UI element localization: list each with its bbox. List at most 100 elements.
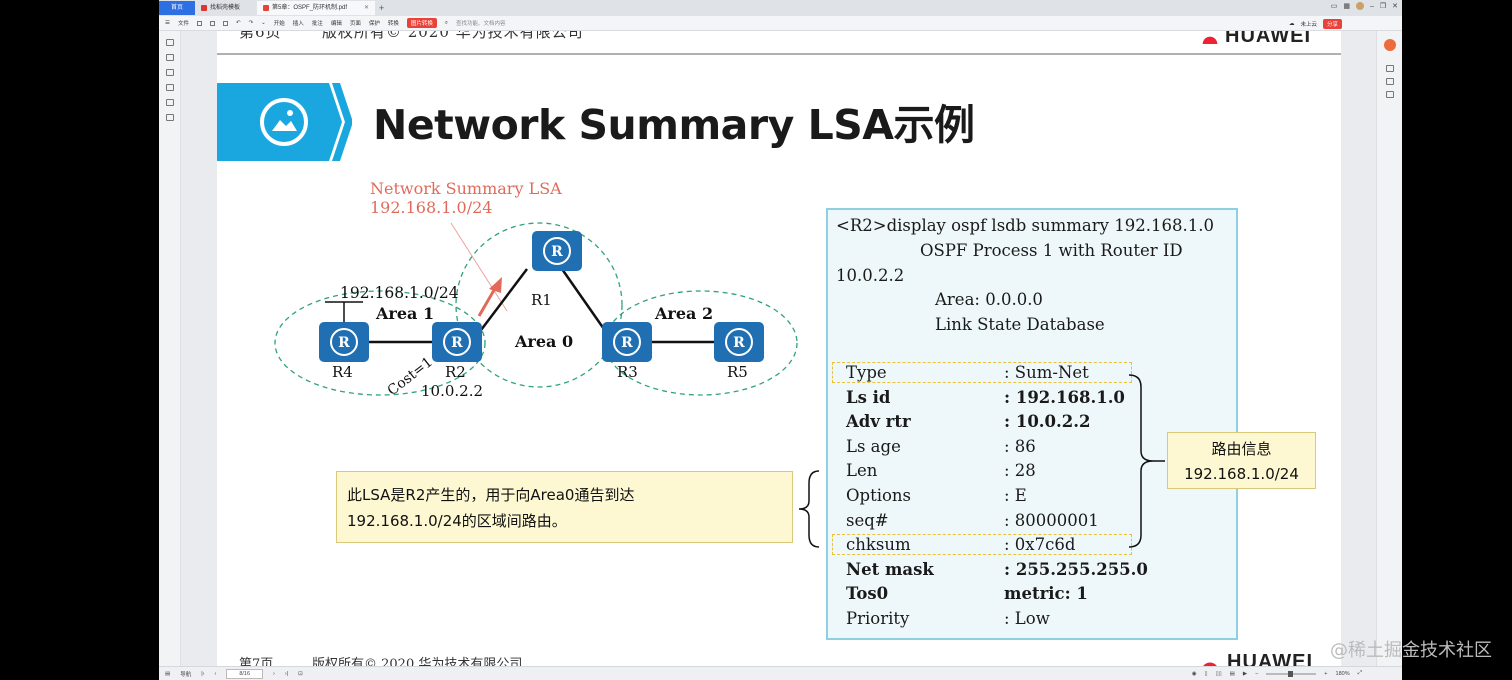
- zoom-level[interactable]: 180%: [1335, 670, 1350, 677]
- cli-field-value: : Low: [1004, 609, 1050, 628]
- zoom-slider[interactable]: [1266, 670, 1317, 677]
- router-body: [319, 322, 369, 362]
- more-icon[interactable]: ⌄: [261, 20, 266, 26]
- cli-router-id: 10.0.2.2: [836, 266, 905, 285]
- huawei-logo-bottom: HUAWEI: [1197, 651, 1313, 666]
- cli-field-value: : 255.255.255.0: [1004, 559, 1148, 579]
- save-icon[interactable]: [209, 20, 215, 26]
- cli-field-key: chksum: [846, 535, 911, 555]
- cli-field-value: : E: [1004, 486, 1027, 505]
- fit-icon[interactable]: ⊡: [298, 670, 303, 677]
- print-icon[interactable]: [222, 20, 228, 26]
- cli-field-value: : 86: [1004, 436, 1036, 456]
- next-page-icon[interactable]: ›: [273, 670, 275, 677]
- cli-field-key: Ls id: [846, 387, 891, 407]
- r2-router-id: 10.0.2.2: [421, 382, 483, 400]
- new-tab-button[interactable]: +: [379, 3, 385, 13]
- image-convert-button[interactable]: 图片转换: [406, 18, 437, 28]
- properties-icon[interactable]: [1385, 78, 1394, 85]
- nav-icon[interactable]: ▤: [165, 670, 171, 677]
- single-page-icon[interactable]: ▯: [1204, 670, 1208, 677]
- menu-protect[interactable]: 保护: [368, 21, 380, 27]
- cli-field-value: : 28: [1004, 461, 1036, 481]
- menu-insert[interactable]: 插入: [292, 21, 304, 27]
- eye-icon[interactable]: ◉: [1191, 670, 1197, 677]
- tab-pdf-document[interactable]: 第5章：OSPF_防环机制.pdf ✕: [257, 1, 375, 15]
- huawei-wordmark: HUAWEI: [1225, 31, 1311, 47]
- tab-templates[interactable]: 找稻壳模板: [195, 1, 257, 15]
- route-info-value: 192.168.1.0/24: [1184, 465, 1299, 483]
- adjust-icon[interactable]: [1385, 65, 1394, 72]
- watermark: @稀土掘金技术社区: [1330, 640, 1492, 661]
- menu-convert[interactable]: 转换: [387, 21, 399, 27]
- cli-field-key: Ls age: [846, 436, 901, 456]
- footer-page-label: 第7页: [239, 657, 274, 666]
- close-window-icon[interactable]: ✕: [1392, 3, 1398, 10]
- route-info-title: 路由信息: [1211, 440, 1272, 458]
- continuous-icon[interactable]: ▤: [1229, 670, 1235, 677]
- double-page-icon[interactable]: ▯▯: [1215, 670, 1222, 677]
- minimize-icon[interactable]: –: [1369, 2, 1374, 10]
- search-input[interactable]: 查找功能、文档内容: [456, 21, 506, 27]
- cli-field-key: Type: [846, 363, 887, 382]
- tab-templates-label: 找稻壳模板: [210, 5, 241, 11]
- share-button[interactable]: 分享: [1322, 19, 1342, 29]
- status-bar: ▤ 导航 |‹ ‹ 8/16 › ›| ⊡ ◉ ▯ ▯▯ ▤ ▶ − + 180…: [159, 666, 1402, 680]
- area1-label: Area 1: [375, 304, 434, 323]
- router-icon: [330, 328, 358, 356]
- r1-label: R1: [531, 291, 552, 309]
- document-page: 第6页 版权所有© 2020 华为技术有限公司 HUAWEI Network S…: [217, 31, 1341, 666]
- menu-edit[interactable]: 编辑: [330, 21, 342, 27]
- window-controls: ▭ ▦ – ❐ ✕: [1331, 2, 1398, 10]
- zoom-out-icon[interactable]: −: [1255, 670, 1259, 677]
- last-page-icon[interactable]: ›|: [284, 670, 289, 677]
- router-glyph: R: [621, 335, 633, 351]
- menu-icon[interactable]: ☰: [165, 20, 170, 26]
- router-r2: R: [432, 322, 482, 362]
- page-number-input[interactable]: 8/16: [226, 668, 264, 679]
- first-page-icon[interactable]: |‹: [201, 670, 205, 677]
- huawei-logo-top: HUAWEI: [1199, 31, 1311, 48]
- tab-pdf-label: 第5章：OSPF_防环机制.pdf: [272, 5, 348, 11]
- open-icon[interactable]: [196, 20, 202, 26]
- restore-icon[interactable]: ❐: [1379, 3, 1387, 10]
- avatar[interactable]: [1355, 2, 1364, 10]
- cli-field-key: Options: [846, 486, 912, 505]
- prev-page-icon[interactable]: ‹: [214, 670, 217, 677]
- bookmark-icon[interactable]: [165, 39, 174, 46]
- play-icon[interactable]: ▶: [1242, 670, 1248, 677]
- redo-icon[interactable]: ↷: [248, 20, 254, 26]
- menu-start[interactable]: 开始: [273, 21, 285, 27]
- layers-icon[interactable]: [165, 114, 174, 121]
- grid-icon[interactable]: ▦: [1343, 3, 1350, 10]
- cli-process: OSPF Process 1 with Router ID: [920, 241, 1183, 260]
- docer-icon: [201, 5, 207, 11]
- attachment-icon[interactable]: [165, 84, 174, 91]
- fullscreen-icon[interactable]: ⤢: [1357, 670, 1362, 676]
- pdf-reader-window: 首页 找稻壳模板 第5章：OSPF_防环机制.pdf ✕ + ▭ ▦ – ❐ ✕…: [159, 0, 1402, 680]
- router-glyph: R: [733, 335, 745, 351]
- tab-home[interactable]: 首页: [159, 1, 195, 15]
- close-tab-icon[interactable]: ✕: [363, 5, 369, 11]
- router-glyph: R: [551, 244, 563, 260]
- menu-annotate[interactable]: 批注: [311, 21, 323, 27]
- zoom-in-icon[interactable]: +: [1324, 670, 1328, 677]
- cloud-status[interactable]: 未上云: [1300, 22, 1317, 28]
- nav-label[interactable]: 导航: [180, 671, 192, 678]
- assistant-icon[interactable]: [1383, 39, 1396, 51]
- thumbnail-icon[interactable]: [165, 54, 174, 61]
- network-prefix: 192.168.1.0/24: [340, 284, 459, 302]
- menu-page[interactable]: 页面: [349, 21, 361, 27]
- cli-field-key: Len: [846, 461, 878, 481]
- comment-icon[interactable]: [165, 69, 174, 76]
- zoom-slider-handle[interactable]: [1288, 670, 1294, 677]
- lsa-pointer-line: [450, 222, 508, 312]
- signature-icon[interactable]: [165, 99, 174, 106]
- huawei-flower-icon: [1197, 654, 1223, 666]
- layout-icon[interactable]: ▭: [1330, 3, 1338, 10]
- router-body: [714, 322, 764, 362]
- lsa-label-line1: Network Summary LSA: [370, 179, 562, 198]
- translate-icon[interactable]: [1385, 91, 1394, 98]
- file-menu[interactable]: 文件: [177, 21, 189, 27]
- undo-icon[interactable]: ↶: [235, 20, 241, 26]
